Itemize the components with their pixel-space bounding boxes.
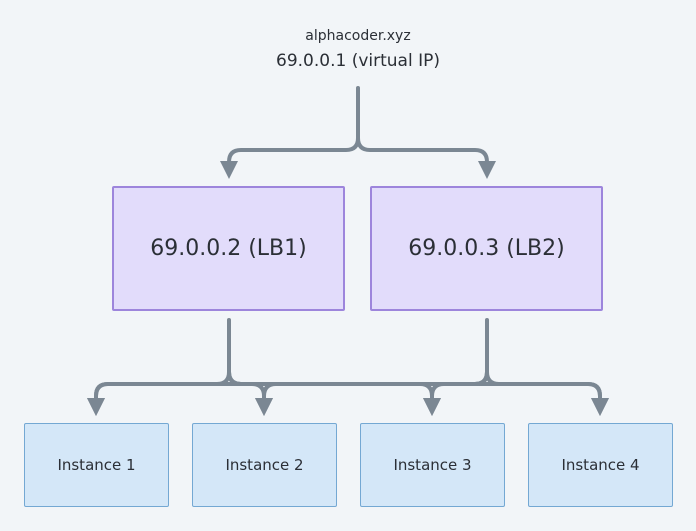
connector-lb2-to-instance-2 [255, 370, 489, 416]
load-balancer-2: 69.0.0.3 (LB2) [370, 186, 603, 311]
domain-label: alphacoder.xyz [305, 28, 411, 44]
connector-lb2-to-instance-4 [485, 370, 609, 416]
connector-lb2-to-instance-1 [87, 318, 489, 416]
instance-2-label: Instance 2 [225, 456, 304, 474]
connector-lb1-to-instance-2 [227, 370, 273, 416]
connector-lb1-to-instance-1 [87, 318, 231, 416]
connector-lb1-to-instance-4 [227, 370, 609, 416]
connector-vip-to-lb1 [220, 86, 360, 179]
load-balancer-2-label: 69.0.0.3 (LB2) [408, 236, 565, 261]
instance-3-label: Instance 3 [393, 456, 472, 474]
instance-2: Instance 2 [192, 423, 337, 507]
connector-lb1-to-instance-3 [227, 370, 441, 416]
instance-1: Instance 1 [24, 423, 169, 507]
connector-vip-to-lb2 [356, 136, 496, 179]
connector-lb2-to-instance-3 [423, 370, 489, 416]
load-balancer-1: 69.0.0.2 (LB1) [112, 186, 345, 311]
instance-4: Instance 4 [528, 423, 673, 507]
instance-3: Instance 3 [360, 423, 505, 507]
virtual-ip-label: 69.0.0.1 (virtual IP) [276, 51, 440, 71]
instance-1-label: Instance 1 [57, 456, 136, 474]
load-balancer-1-label: 69.0.0.2 (LB1) [150, 236, 307, 261]
instance-4-label: Instance 4 [561, 456, 640, 474]
